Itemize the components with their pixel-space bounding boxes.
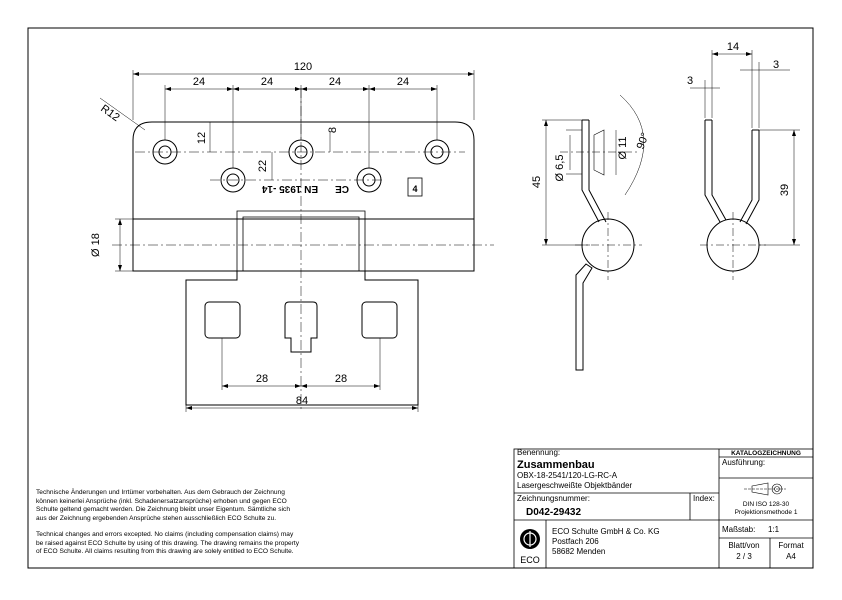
knuckle-recess-inner	[242, 216, 360, 271]
dim-corner-radius: R12	[98, 103, 121, 124]
sheet-label: Blatt/von	[728, 541, 759, 550]
dim-slot-pitch-1: 28	[256, 373, 268, 385]
scale-label: Maßstab:	[722, 525, 755, 534]
end-leaf-left-outer	[704, 120, 721, 223]
projection-symbol	[744, 482, 786, 496]
part-marking: EN 1935 -14 CE 4	[261, 177, 423, 197]
lower-leaf-outline	[185, 271, 419, 406]
article-number: OBX-18-2541/120-LG-RC-A	[517, 471, 618, 480]
note-de-line: Technische Änderungen und Irrtümer vorbe…	[36, 489, 285, 496]
en-code: EN 1935 -14	[261, 183, 318, 194]
section-lower-leaf	[575, 263, 593, 371]
dim-hole-top-offset: 8	[327, 127, 339, 133]
article-description: Lasergeschweißte Objektbänder	[517, 481, 633, 490]
note-en-line: of ECO Schulte. All claims resulting fro…	[36, 548, 294, 556]
note-en-line: Technical changes and errors excepted. N…	[36, 531, 294, 538]
section-dimension-lines	[542, 94, 644, 246]
end-dimension-arrows	[712, 52, 796, 245]
company-name: ECO Schulte GmbH & Co. KG	[552, 527, 660, 536]
index-label: Index:	[693, 494, 715, 503]
dim-hole-dia-1: Ø 6,5	[554, 155, 566, 182]
dim-pitch-2: 24	[261, 76, 273, 88]
format-value: A4	[786, 552, 796, 561]
dim-thickness-left: 3	[687, 75, 693, 87]
dim-slot-pitch-2: 28	[335, 373, 347, 385]
company-logo	[520, 529, 540, 549]
dim-gap-offset: 14	[727, 41, 739, 53]
version-label: Ausführung:	[722, 458, 765, 467]
slot-center	[284, 301, 318, 353]
drawing-title: Zusammenbau	[517, 459, 595, 471]
drawing-frame	[27, 27, 814, 569]
projection-standard: DIN ISO 128-30	[743, 501, 790, 508]
end-leaf-left-inner	[711, 120, 727, 221]
ce-mark: CE	[335, 183, 349, 194]
section-leaf-right	[588, 120, 607, 223]
dim-thickness-right: 3	[773, 59, 779, 71]
note-en-line: be raised against ECO Schulte by using o…	[36, 539, 300, 547]
legal-note-english: Technical changes and errors excepted. N…	[36, 531, 346, 557]
note-de-line: können keinerlei Ansprüche (inkl. Schade…	[36, 497, 287, 505]
drawing-number: D042-29432	[526, 507, 581, 518]
front-view	[132, 121, 475, 406]
logo-text: ECO	[520, 555, 540, 565]
dim-overall-width: 120	[294, 61, 312, 73]
note-de-line: Schulte geltend gemacht werden. Die Zeic…	[36, 506, 291, 514]
dim-hole-row-offset: 22	[257, 160, 269, 172]
countersink-profile	[593, 129, 605, 176]
scale-value: 1:1	[768, 525, 780, 534]
dim-edge-to-hole: 12	[196, 132, 208, 144]
sheet-value: 2 / 3	[736, 552, 752, 561]
dim-pin-diameter: Ø 18	[90, 233, 102, 257]
format-label: Format	[778, 541, 804, 550]
section-dimension-arrows	[544, 120, 548, 245]
slot-right	[361, 301, 398, 339]
dim-pitch-4: 24	[397, 76, 409, 88]
upper-leaf-outline	[132, 121, 475, 219]
slot-left	[204, 301, 241, 339]
end-center-lines	[700, 212, 766, 280]
grade-mark: 4	[412, 184, 417, 194]
end-view	[704, 119, 760, 272]
center-lines	[112, 88, 494, 412]
end-leaf-right-outer	[739, 130, 753, 223]
section-center-lines	[560, 151, 642, 280]
end-dimension-lines	[690, 50, 800, 246]
section-leaf-left	[581, 120, 600, 223]
catalog-label: KATALOGZEICHNUNG	[731, 450, 801, 457]
company-street: Postfach 206	[552, 537, 599, 546]
title-block-grid	[513, 448, 814, 569]
projection-method: Projektionsmethode 1	[735, 509, 798, 516]
dim-pitch-1: 24	[193, 76, 205, 88]
front-dimension-arrows	[118, 72, 474, 410]
company-city: 58682 Menden	[552, 547, 605, 556]
dim-pitch-3: 24	[329, 76, 341, 88]
dim-end-height: 39	[779, 184, 791, 196]
drawing-number-label: Zeichnungsnummer:	[517, 494, 590, 503]
dim-lower-width: 84	[296, 395, 308, 407]
designation-label: Benennung:	[517, 448, 560, 457]
legal-note-german: Technische Änderungen und Irrtümer vorbe…	[36, 489, 336, 523]
grade-box	[407, 177, 423, 197]
dim-side-height: 45	[531, 176, 543, 188]
end-leaf-right-inner	[745, 130, 760, 225]
dim-countersink-angle: 90°	[635, 131, 652, 151]
dim-hole-dia-2: Ø 11	[617, 136, 629, 159]
note-de-line: aus der Zeichnung ergebenden Ansprüche s…	[36, 514, 277, 522]
